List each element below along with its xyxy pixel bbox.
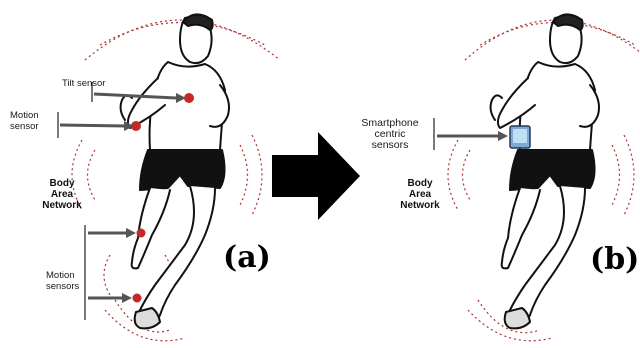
ban-b-line-3: Network xyxy=(398,200,442,211)
panel-b-label: (b) xyxy=(590,242,639,277)
smartphone-sensor xyxy=(510,126,530,148)
motion-sensors-label: Motion sensors xyxy=(46,270,79,292)
ban-b-line-1: Body xyxy=(398,178,442,189)
panel-a-label: (a) xyxy=(223,240,271,275)
body-area-network-label-a: Body Area Network xyxy=(40,178,84,211)
motion-sensors-line-2: sensors xyxy=(46,281,79,292)
motion-sensors-line-1: Motion xyxy=(46,270,79,281)
body-area-network-label-b: Body Area Network xyxy=(398,178,442,211)
tilt-sensor-label: Tilt sensor xyxy=(62,78,105,89)
pointer-arrows-b xyxy=(434,118,508,150)
ban-a-line-3: Network xyxy=(40,200,84,211)
motion-sensor-line-1: Motion xyxy=(10,110,39,121)
motion-sensor-label: Motion sensor xyxy=(10,110,39,132)
motion-sensor-line-2: sensor xyxy=(10,121,39,132)
transition-arrow xyxy=(272,132,360,220)
ban-a-line-2: Area xyxy=(40,189,84,200)
ankle-sensor-dot xyxy=(133,294,142,303)
ban-a-line-1: Body xyxy=(40,178,84,189)
smartphone-sensors-label: Smartphone centric sensors xyxy=(350,118,430,151)
runner-figure-a xyxy=(121,14,229,328)
ban-b-line-2: Area xyxy=(398,189,442,200)
knee-sensor-dot xyxy=(137,229,146,238)
smartphone-line-3: sensors xyxy=(350,140,430,151)
runner-figure-b xyxy=(491,14,599,328)
